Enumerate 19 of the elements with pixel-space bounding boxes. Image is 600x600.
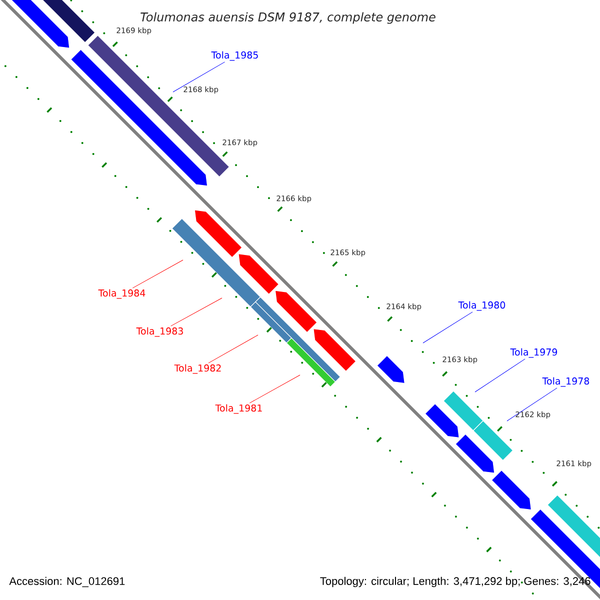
- leader-line: [170, 298, 222, 326]
- leader-line: [208, 334, 258, 364]
- footer-text: Topology: circular; Length: 3,471,292 bp; Genes: 3,246: [320, 576, 590, 588]
- gene-label: Tola_1980: [458, 301, 506, 311]
- title: Tolumonas auensis DSM 9187, complete genome: [140, 12, 436, 24]
- footer-text: Accession: NC_012691: [9, 576, 125, 588]
- gene-label: Tola_1979: [510, 348, 558, 358]
- gene-label: Tola_1978: [542, 377, 590, 387]
- gene-label: Tola_1981: [215, 404, 262, 414]
- leader-line: [506, 388, 558, 422]
- leader-line: [172, 62, 226, 92]
- leader-line: [474, 358, 526, 392]
- leader-line: [422, 312, 473, 344]
- gene-label: Tola_1984: [98, 289, 146, 299]
- gene-label: Tola_1983: [136, 327, 183, 337]
- leader-line: [132, 260, 184, 288]
- gene-label: Tola_1985: [211, 51, 258, 61]
- gene-label: Tola_1982: [174, 364, 221, 374]
- leader-line: [249, 374, 300, 404]
